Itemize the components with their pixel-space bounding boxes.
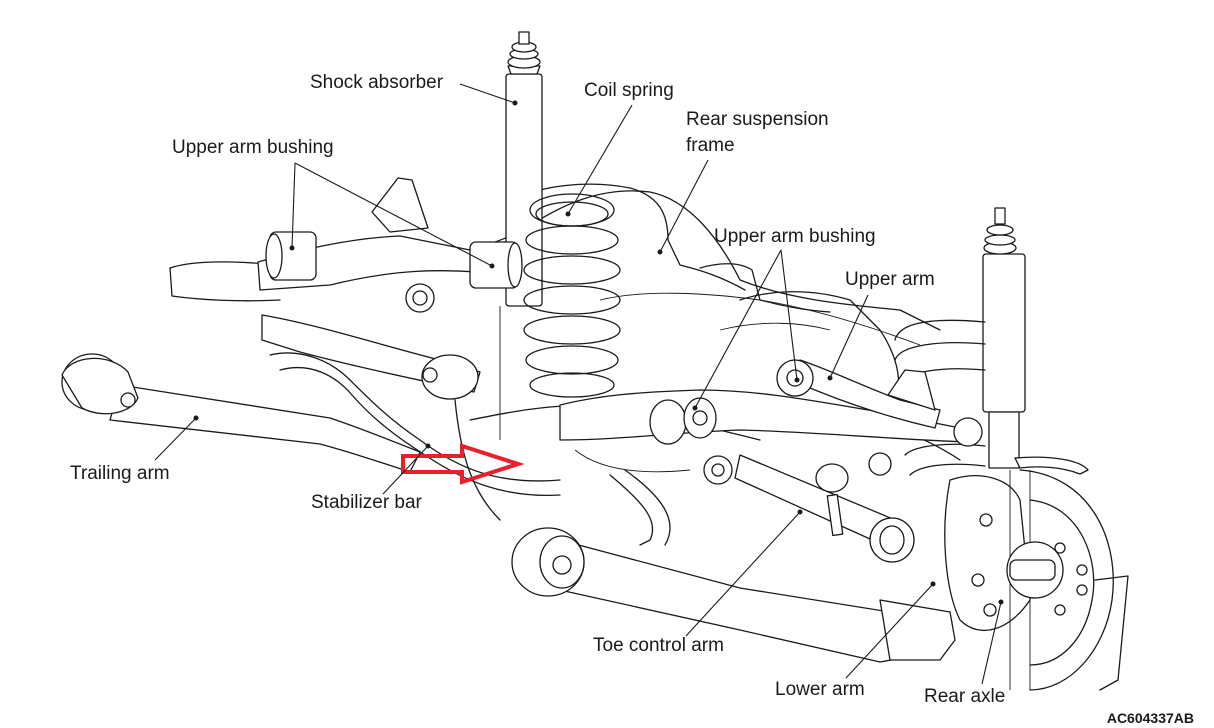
stabilizer-bar-drawing: [269, 352, 671, 546]
upper-link-left-drawing: [257, 177, 523, 313]
label-shock-absorber: Shock absorber: [310, 72, 444, 93]
leader-lines: [154, 83, 1004, 685]
label-stabilizer-bar: Stabilizer bar: [311, 492, 422, 513]
crossmember-drawing: [559, 359, 983, 476]
label-rear-axle: Rear axle: [924, 686, 1006, 707]
highlight-arrow: [401, 443, 525, 485]
label-lower-arm: Lower arm: [775, 679, 865, 700]
trailing-arm-right-drawing: [511, 527, 956, 663]
lower-link-left-drawing: [261, 314, 481, 400]
label-rear-suspension-frame-line1: Rear suspension: [686, 109, 829, 130]
label-coil-spring: Coil spring: [584, 80, 674, 101]
rear-axle-hub-drawing: [944, 456, 1129, 691]
label-upper-arm-bushing-left: Upper arm bushing: [172, 137, 334, 158]
shock-absorber-right-drawing: [982, 207, 1026, 469]
label-trailing-arm: Trailing arm: [70, 463, 170, 484]
label-toe-control-arm: Toe control arm: [593, 635, 724, 656]
figure-code: AC604337AB: [1106, 710, 1194, 726]
trailing-arm-left-drawing: [61, 353, 421, 473]
label-upper-arm-bushing-right: Upper arm bushing: [714, 226, 876, 247]
label-upper-arm: Upper arm: [845, 269, 935, 290]
label-rear-suspension-frame-line2: frame: [686, 135, 735, 156]
toe-control-arm-drawing: [703, 454, 915, 563]
highlight-arrow-shape: [401, 443, 525, 485]
coil-spring-drawing: [523, 193, 621, 398]
